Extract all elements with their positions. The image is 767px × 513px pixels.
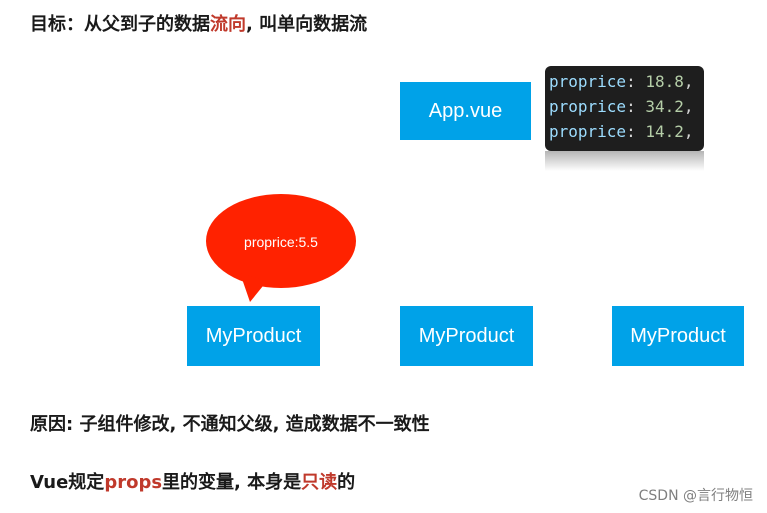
speech-bubble-tail	[240, 273, 267, 302]
title-suffix: , 叫单向数据流	[246, 14, 368, 35]
code-snippet: proprice: 18.8, proprice: 34.2, proprice…	[545, 66, 704, 151]
myproduct-label: MyProduct	[418, 324, 515, 347]
myproduct-box-2: MyProduct	[400, 306, 533, 366]
code-comma: ,	[683, 97, 694, 116]
myproduct-box-1: MyProduct	[187, 306, 320, 366]
code-value: 14.2	[645, 122, 684, 141]
myproduct-box-3: MyProduct	[612, 306, 744, 366]
rule-suffix: 的	[337, 472, 356, 493]
speech-bubble	[206, 194, 356, 302]
speech-bubble-body	[206, 194, 356, 288]
myproduct-label: MyProduct	[205, 324, 302, 347]
code-comma: ,	[683, 72, 694, 91]
app-vue-box: App.vue	[400, 82, 531, 140]
code-reflection	[545, 151, 704, 171]
code-key: proprice	[549, 122, 627, 141]
myproduct-label: MyProduct	[630, 324, 726, 347]
code-line: proprice: 18.8,	[549, 69, 704, 94]
code-key: proprice	[549, 72, 627, 91]
code-value: 18.8	[645, 72, 684, 91]
watermark: CSDN @言行物恒	[638, 488, 753, 504]
code-comma: ,	[683, 122, 694, 141]
title-highlight: 流向	[210, 14, 246, 35]
reason-text: 原因: 子组件修改, 不通知父级, 造成数据不一致性	[30, 414, 430, 435]
code-line: proprice: 34.2,	[549, 94, 704, 119]
code-colon: :	[626, 122, 646, 141]
title-prefix: 目标：从父到子的数据	[30, 14, 210, 35]
rule-prefix: Vue规定	[30, 472, 105, 493]
rule-readonly: 只读	[301, 472, 338, 493]
rule-props: props	[104, 472, 163, 493]
rule-middle: 里的变量, 本身是	[162, 472, 302, 493]
app-vue-label: App.vue	[428, 99, 503, 122]
speech-bubble-label: proprice:5.5	[244, 234, 318, 250]
code-key: proprice	[549, 97, 627, 116]
code-colon: :	[626, 97, 646, 116]
code-line: proprice: 14.2,	[549, 119, 704, 144]
code-value: 34.2	[645, 97, 684, 116]
rule-text: Vue规定props里的变量, 本身是只读的	[30, 468, 355, 494]
page-title: 目标：从父到子的数据流向, 叫单向数据流	[30, 10, 367, 36]
code-colon: :	[626, 72, 646, 91]
